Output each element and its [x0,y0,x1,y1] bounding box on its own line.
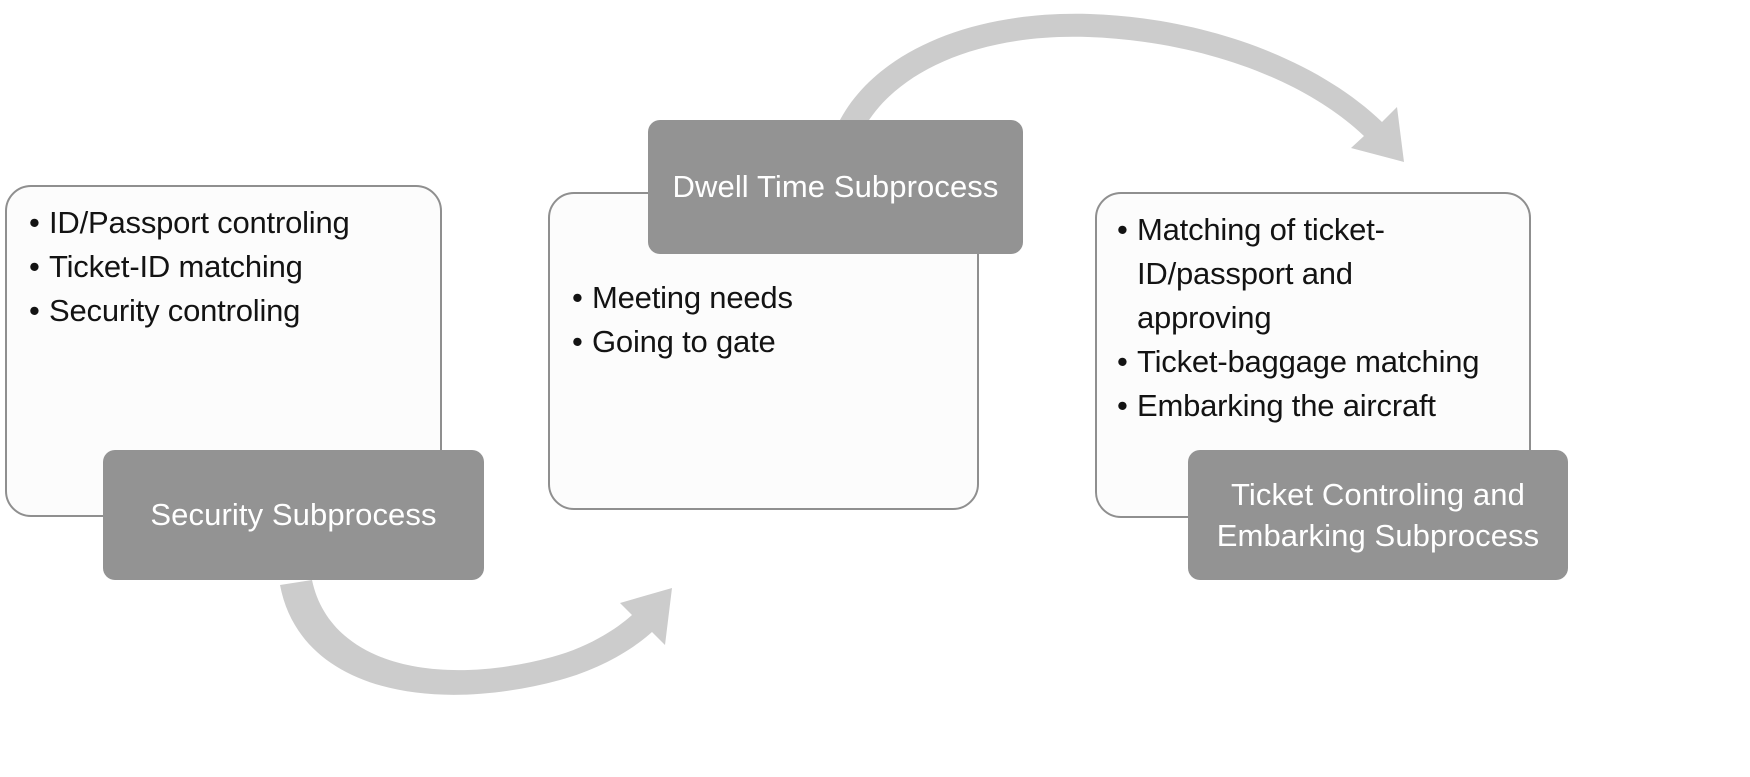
list-item-text: ID/Passport controling [49,205,350,240]
list-item-text: Matching of ticket- ID/passport and appr… [1137,212,1385,336]
label-box-ticket-controling-embarking-subprocess[interactable]: Ticket Controling and Embarking Subproce… [1188,450,1568,580]
list-item: •Ticket-ID matching [27,245,430,289]
content-box-ticket-controling-embarking: •Matching of ticket- ID/passport and app… [1095,192,1531,518]
bullet-icon: • [1117,344,1128,380]
bullet-icon: • [29,205,40,240]
bullet-icon: • [1117,212,1128,247]
list-item: •Going to gate [570,320,967,364]
bullet-icon: • [572,324,583,360]
bullet-icon: • [29,249,40,285]
bullet-icon: • [572,280,583,315]
list-item: • Meeting needs [570,276,967,320]
arrow-security-to-dwell [280,580,672,695]
list-item-text: Embarking the aircraft [1137,388,1436,424]
list-item: •Ticket-baggage matching [1115,340,1519,384]
bullet-list-dwell-time: •Meeting needs •Going to gate [570,276,967,364]
list-item-text: Meeting needs [592,280,793,315]
list-item-text: Security controling [49,293,301,329]
bullet-icon: • [29,293,40,329]
list-item-text: Going to gate [592,324,776,360]
list-item: • Matching of ticket- ID/passport and app… [1115,208,1519,340]
bullet-list-security: •ID/Passport controling •Ticket-ID match… [27,201,430,333]
bullet-list-ticket-controling-embarking: •Matching of ticket- ID/passport and app… [1115,208,1519,428]
list-item-text: Ticket-baggage matching [1137,344,1480,380]
label-box-security-subprocess[interactable]: Security Subprocess [103,450,484,580]
bullet-icon: • [1117,388,1128,424]
list-item-text: Ticket-ID matching [49,249,303,285]
list-item: • ID/Passport controling [27,201,430,245]
label-box-dwell-time-subprocess-text: Dwell Time Subprocess [672,169,999,205]
label-box-security-subprocess-text: Security Subprocess [150,497,437,533]
label-box-ticket-controling-embarking-subprocess-text: Ticket Controling and Embarking Subproce… [1216,476,1540,553]
list-item: •Embarking the aircraft [1115,384,1519,428]
label-box-dwell-time-subprocess[interactable]: Dwell Time Subprocess [648,120,1023,254]
list-item: •Security controling [27,289,430,333]
